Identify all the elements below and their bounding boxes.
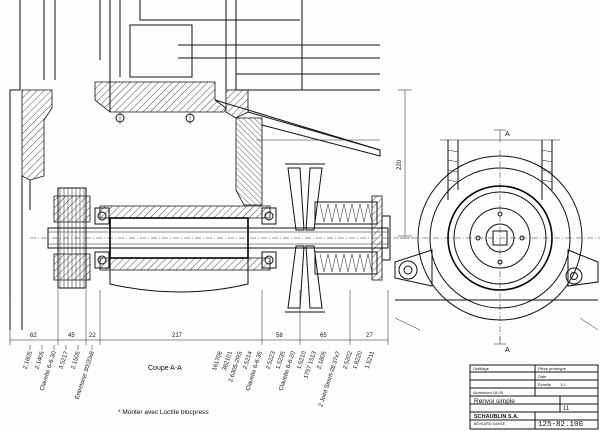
bottom-dimensions: 62 45 22 217 58 65 27 — [9, 290, 389, 345]
label-1-5210: 1.5210 — [297, 350, 309, 370]
tb-sheet: 11 — [563, 406, 570, 412]
title-block: Outillage Pièce prototype Date Échelle 1… — [469, 364, 599, 430]
section-caption: Coupe A-A — [148, 365, 182, 372]
label-1-8220: 1.8220 — [353, 350, 365, 370]
label-1-5211: 1.5211 — [365, 350, 376, 370]
tb-scale-label: Échelle — [538, 382, 552, 387]
section-mark-top: A — [505, 131, 510, 138]
part-labels-left: 2.1605 2.1405 Clavette 6-6-30 3.5217 2.1… — [23, 345, 96, 400]
dim-58: 58 — [276, 333, 283, 339]
section-mark-bottom: A — [505, 347, 510, 354]
tb-header-right: Pièce prototype — [538, 366, 567, 371]
dim-27: 27 — [366, 333, 373, 339]
label-2-1505: 2.1505 — [71, 350, 83, 370]
dim-65: 65 — [320, 333, 327, 339]
part-labels-right: 161706 382101 2.6305-2RS 2.5214 Clavette… — [212, 350, 376, 408]
vertical-dimension: 220 — [397, 89, 412, 237]
shaft-assembly — [30, 139, 410, 313]
height-dimension: 220 — [397, 159, 403, 170]
label-2-5223: 2.5223 — [266, 350, 278, 370]
tb-date-label: Date — [538, 374, 547, 379]
dim-22: 22 — [89, 333, 96, 339]
label-2-1405: 2.1405 — [35, 350, 47, 370]
tb-drawing-number: 125-82.100 — [538, 421, 584, 429]
side-view: A A — [394, 129, 600, 354]
tb-company: SCHAUBLIN S.A. — [474, 414, 519, 420]
label-1-5235: 1.5235 — [276, 350, 288, 370]
label-2-5202: 2.5202 — [343, 350, 355, 370]
housing-frame — [9, 0, 381, 330]
tb-title: Renvoi simple — [474, 398, 515, 405]
tb-header-left: Outillage — [473, 366, 490, 371]
tb-material: Aluminium 18.05 — [473, 390, 504, 395]
dim-217: 217 — [172, 333, 183, 339]
assembly-note: * Monter avec Loctite blocpress — [118, 409, 209, 416]
label-2-1805: 2.1805 — [317, 350, 329, 370]
label-3-5217: 3.5217 — [59, 350, 71, 370]
tb-company-sub: BÉVILARD SUISSE — [474, 421, 506, 426]
tb-scale-value: 1:1 — [560, 382, 566, 387]
label-2-5214: 2.5214 — [243, 350, 255, 370]
dim-45: 45 — [68, 333, 75, 339]
dim-62: 62 — [30, 333, 37, 339]
label-2-1605: 2.1605 — [23, 350, 35, 370]
